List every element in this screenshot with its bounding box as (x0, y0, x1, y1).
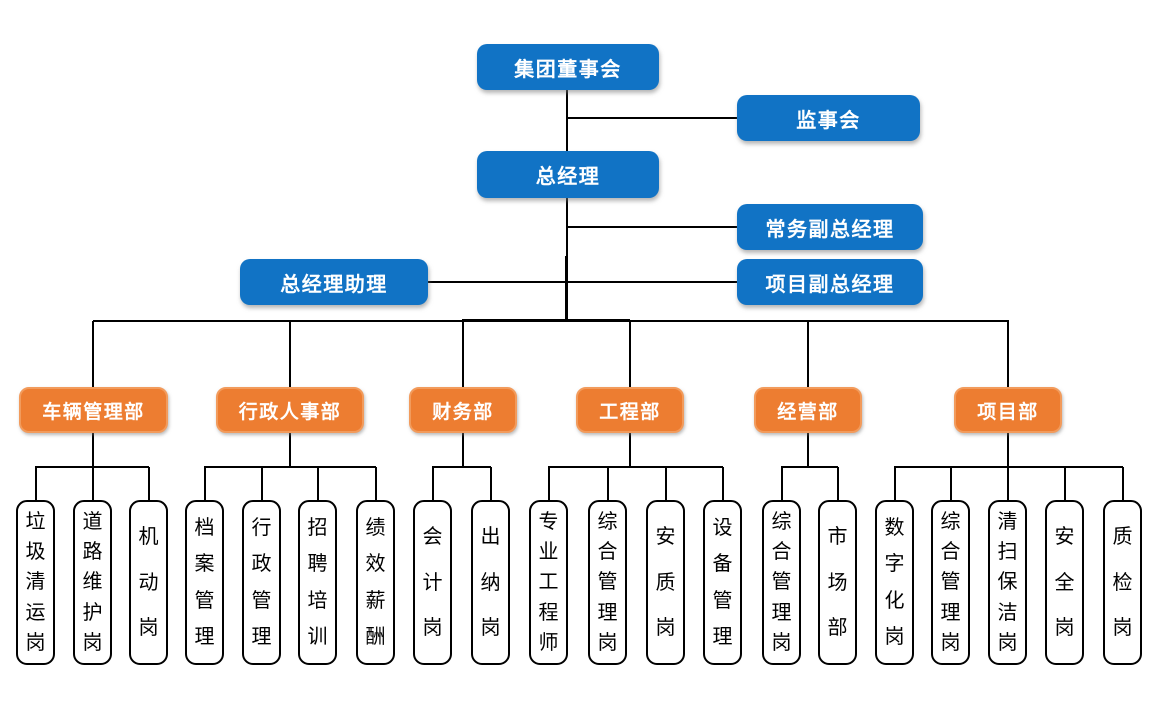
connector-line (807, 433, 809, 468)
connector-line (1007, 467, 1009, 500)
node-gm-assistant: 总经理助理 (240, 259, 428, 305)
node-supervisory-board: 监事会 (737, 95, 920, 141)
connector-line (289, 321, 291, 387)
position-node-d2-0: 会计岗 (413, 500, 452, 665)
connector-line (807, 321, 809, 387)
connector-line (950, 467, 952, 500)
connector-line (781, 467, 783, 500)
connector-line (432, 466, 491, 468)
connector-line (1007, 321, 1009, 387)
connector-line (629, 433, 631, 468)
position-node-d0-0: 垃圾清运岗 (16, 500, 55, 665)
dept-vehicle-management: 车辆管理部 (19, 387, 168, 433)
connector-line (894, 467, 896, 500)
connector-line (566, 198, 568, 258)
connector-line (1007, 433, 1009, 468)
connector-line (92, 321, 94, 387)
connector-line (567, 117, 737, 119)
connector-line (204, 466, 376, 468)
connector-line (548, 466, 723, 468)
position-node-d3-1: 综合管理岗 (588, 500, 627, 665)
connector-line (92, 467, 94, 500)
position-node-d1-2: 招聘培训 (298, 500, 337, 665)
connector-line (567, 226, 737, 228)
position-node-d3-3: 设备管理 (703, 500, 742, 665)
position-node-d3-2: 安质岗 (646, 500, 685, 665)
connector-line (781, 466, 838, 468)
connector-line (35, 466, 149, 468)
connector-line (722, 467, 724, 500)
connector-line (432, 467, 434, 500)
position-node-d5-1: 综合管理岗 (931, 500, 970, 665)
connector-line (837, 467, 839, 500)
connector-line (92, 433, 94, 468)
connector-line (490, 467, 492, 500)
position-node-d1-0: 档案管理 (185, 500, 224, 665)
connector-line (1064, 467, 1066, 500)
connector-line (317, 467, 319, 500)
dept-admin-hr: 行政人事部 (216, 387, 364, 433)
connector-line (261, 467, 263, 500)
connector-line (665, 467, 667, 500)
connector-line (428, 281, 737, 283)
node-group-board: 集团董事会 (477, 44, 659, 90)
connector-line (629, 321, 631, 387)
connector-line (462, 433, 464, 468)
dept-engineering: 工程部 (576, 387, 684, 433)
connector-line (607, 467, 609, 500)
node-general-manager: 总经理 (477, 151, 659, 198)
connector-line (462, 321, 464, 387)
position-node-d5-0: 数字化岗 (875, 500, 914, 665)
node-project-deputy-gm: 项目副总经理 (737, 259, 923, 305)
connector-line (565, 256, 568, 322)
connector-line (894, 466, 1123, 468)
connector-line (35, 467, 37, 500)
position-node-d5-4: 质检岗 (1103, 500, 1142, 665)
position-node-d0-1: 道路维护岗 (73, 500, 112, 665)
connector-line (1122, 467, 1124, 500)
position-node-d4-0: 综合管理岗 (762, 500, 801, 665)
connector-line (548, 467, 550, 500)
connector-line (375, 467, 377, 500)
connector-line (566, 90, 568, 151)
connector-line (204, 467, 206, 500)
position-node-d1-3: 绩效薪酬 (356, 500, 395, 665)
dept-operations: 经营部 (754, 387, 862, 433)
connector-line (289, 433, 291, 468)
connector-line (148, 467, 150, 500)
node-executive-deputy-gm: 常务副总经理 (737, 204, 923, 250)
dept-project: 项目部 (954, 387, 1062, 433)
position-node-d1-1: 行政管理 (242, 500, 281, 665)
position-node-d2-1: 出纳岗 (471, 500, 510, 665)
position-node-d5-2: 清扫保洁岗 (988, 500, 1027, 665)
connector-line (462, 319, 630, 322)
position-node-d4-1: 市场部 (818, 500, 857, 665)
position-node-d5-3: 安全岗 (1045, 500, 1084, 665)
dept-finance: 财务部 (409, 387, 517, 433)
position-node-d0-2: 机动岗 (129, 500, 168, 665)
position-node-d3-0: 专业工程师 (529, 500, 568, 665)
